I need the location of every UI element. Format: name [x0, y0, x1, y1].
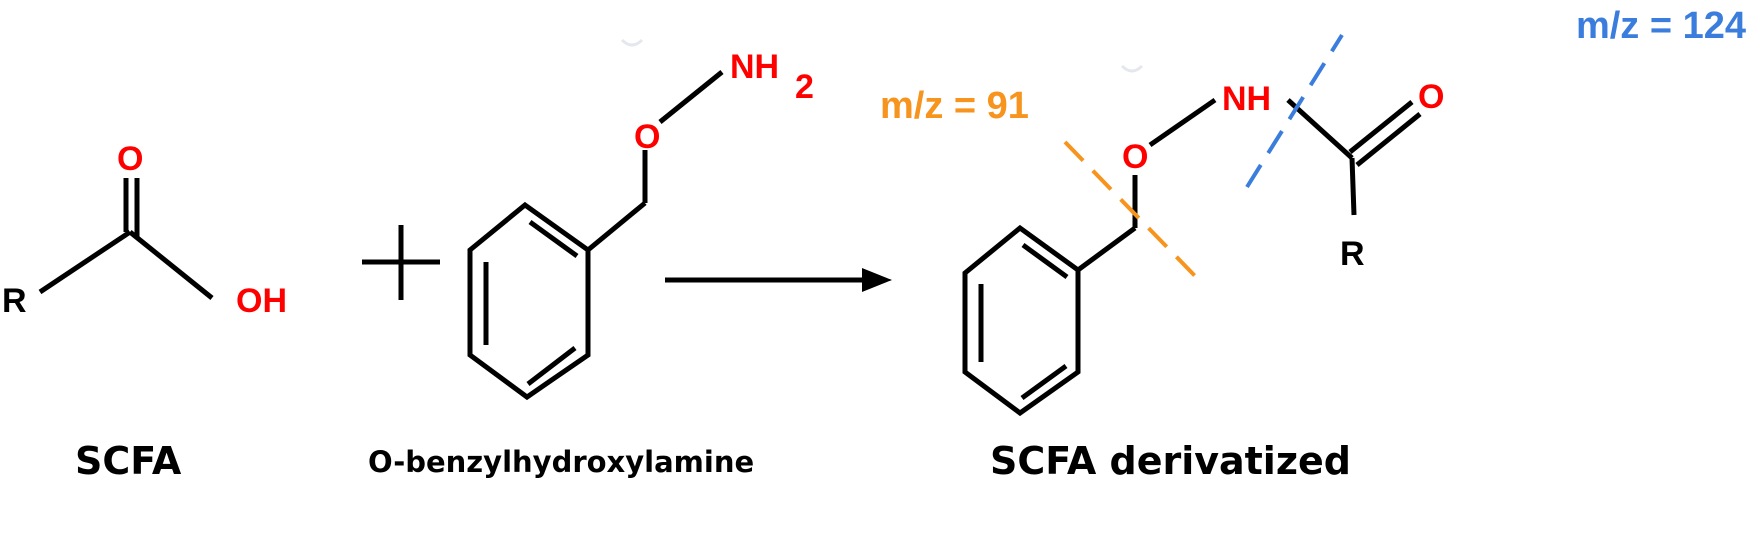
atom-amine-subscript: 2: [795, 68, 814, 106]
faint-artifact-arc: [620, 38, 644, 47]
atom-amine: NH: [730, 48, 779, 86]
atom-ether-o: O: [634, 118, 660, 156]
fragment-cleavage-line-91: [1063, 140, 1199, 280]
reaction-arrow: [665, 268, 892, 292]
atom-carbonyl-o: O: [1418, 78, 1444, 116]
bond-o-n: [658, 70, 724, 124]
arrow-head: [862, 268, 892, 292]
faint-artifact-arc: [1120, 64, 1144, 73]
atom-ether-o: O: [1122, 138, 1148, 176]
atom-r: R: [1340, 235, 1365, 273]
atom-hydroxyl: OH: [236, 282, 287, 320]
caption-benzylhydroxylamine: O-benzylhydroxylamine: [368, 445, 754, 479]
bond-ring-ch2: [1076, 225, 1137, 273]
plus-sign: [362, 225, 440, 300]
bond-c-r: [1349, 157, 1357, 216]
product-structure: O NH O R m/z = 91 m/z = 124: [880, 5, 1746, 417]
atom-carbonyl-o: O: [117, 140, 143, 178]
product-ring-double-bond-1: [1021, 242, 1069, 280]
fragment-label-124: m/z = 124: [1576, 5, 1746, 47]
bond-c-o-double-b: [1355, 112, 1422, 167]
benzylhydroxylamine-structure: O NH 2: [467, 38, 814, 401]
atom-amide-nh: NH: [1222, 80, 1271, 118]
caption-scfa-derivatized: SCFA derivatized: [990, 439, 1351, 483]
bond-c-o-double-a: [1348, 100, 1414, 154]
ring-double-bond-1: [528, 219, 579, 259]
scfa-structure: R O OH: [2, 140, 287, 320]
atom-r: R: [2, 282, 27, 320]
bond-o-nh: [1148, 97, 1217, 148]
bond-c-oh: [128, 230, 214, 300]
fragment-label-91: m/z = 91: [880, 85, 1029, 127]
caption-scfa: SCFA: [75, 439, 182, 483]
bond-ring-ch2: [586, 201, 647, 252]
bond-r-c: [38, 229, 132, 295]
product-ring-double-bond-3: [1020, 363, 1068, 401]
fragment-cleavage-line-124: [1245, 33, 1344, 189]
bond-nh-c: [1286, 98, 1354, 160]
ring-double-bond-3: [526, 346, 577, 386]
